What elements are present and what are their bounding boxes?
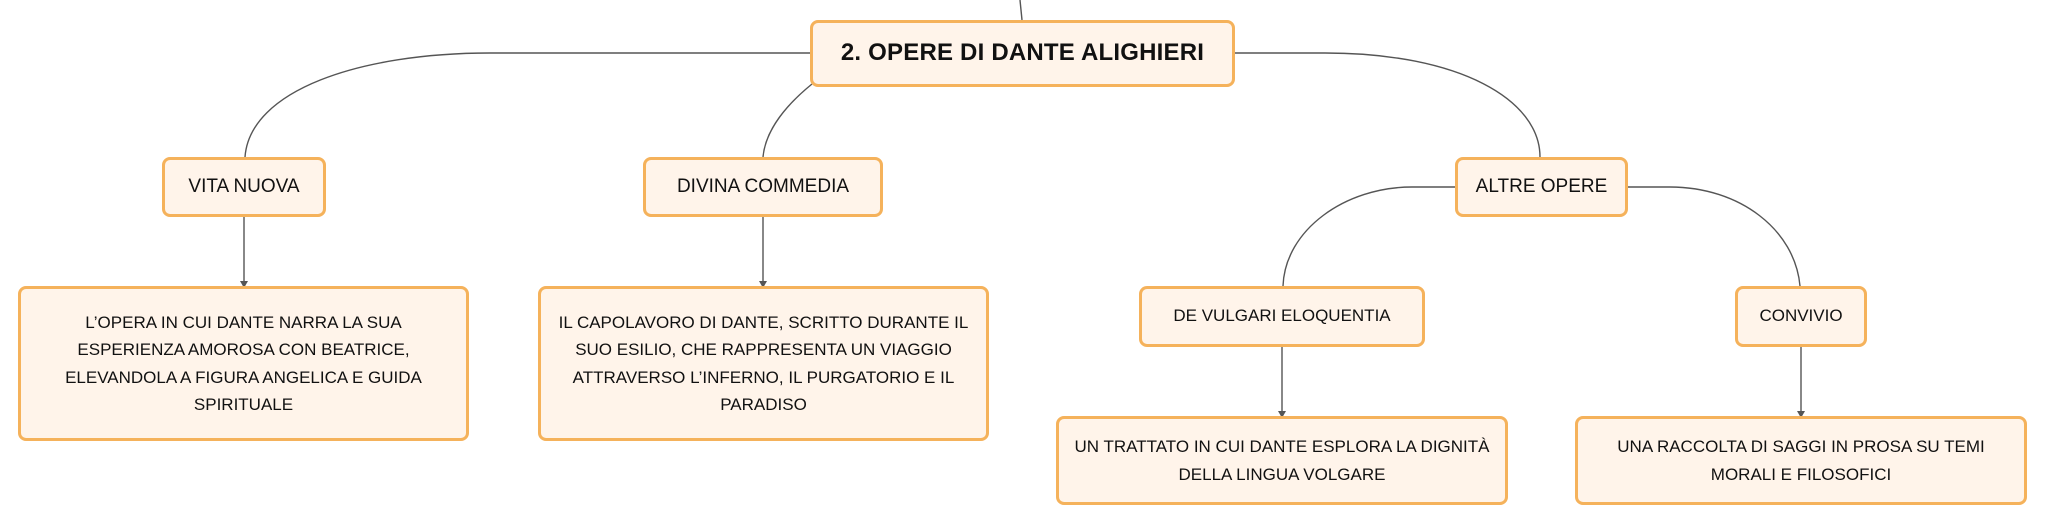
node-vita-nuova[interactable]: VITA NUOVA	[162, 157, 326, 217]
link-altre-opere-de-vulgari	[1282, 186, 1456, 287]
arrowhead-convivio-desc	[1797, 411, 1805, 418]
link-altre-opere-convivio	[1627, 186, 1801, 287]
node-convivio[interactable]: CONVIVIO	[1735, 286, 1867, 347]
root-node[interactable]: 2. OPERE DI DANTE ALIGHIERI	[810, 20, 1235, 87]
arrowhead-de-vulgari-desc	[1278, 411, 1286, 418]
node-de-vulgari-eloquentia-label: DE VULGARI ELOQUENTIA	[1173, 306, 1391, 326]
node-de-vulgari-description-text: UN TRATTATO IN CUI DANTE ESPLORA LA DIGN…	[1074, 437, 1490, 484]
node-altre-opere[interactable]: ALTRE OPERE	[1455, 157, 1628, 217]
node-divina-commedia-label: DIVINA COMMEDIA	[676, 176, 850, 198]
link-parent-root	[1019, 0, 1023, 21]
node-vita-nuova-description[interactable]: L’OPERA IN CUI DANTE NARRA LA SUA ESPERI…	[18, 286, 469, 441]
node-de-vulgari-description[interactable]: UN TRATTATO IN CUI DANTE ESPLORA LA DIGN…	[1056, 416, 1508, 505]
node-de-vulgari-eloquentia[interactable]: DE VULGARI ELOQUENTIA	[1139, 286, 1425, 347]
node-vita-nuova-description-text: L’OPERA IN CUI DANTE NARRA LA SUA ESPERI…	[65, 313, 422, 414]
link-root-vita-nuova	[244, 52, 810, 158]
node-convivio-description-text: UNA RACCOLTA DI SAGGI IN PROSA SU TEMI M…	[1617, 437, 1985, 484]
node-divina-commedia[interactable]: DIVINA COMMEDIA	[643, 157, 883, 217]
node-convivio-label: CONVIVIO	[1759, 306, 1843, 326]
node-vita-nuova-label: VITA NUOVA	[188, 176, 300, 198]
arrowhead-divina-commedia-desc	[759, 281, 767, 288]
node-divina-commedia-description[interactable]: IL CAPOLAVORO DI DANTE, SCRITTO DURANTE …	[538, 286, 989, 441]
node-divina-commedia-description-text: IL CAPOLAVORO DI DANTE, SCRITTO DURANTE …	[558, 313, 969, 414]
node-altre-opere-label: ALTRE OPERE	[1475, 176, 1608, 198]
link-root-altre-opere	[1235, 52, 1541, 158]
arrowhead-vita-nuova-desc	[240, 281, 248, 288]
link-root-divina-commedia	[762, 83, 813, 158]
node-convivio-description[interactable]: UNA RACCOLTA DI SAGGI IN PROSA SU TEMI M…	[1575, 416, 2027, 505]
root-node-label: 2. OPERE DI DANTE ALIGHIERI	[840, 39, 1205, 67]
